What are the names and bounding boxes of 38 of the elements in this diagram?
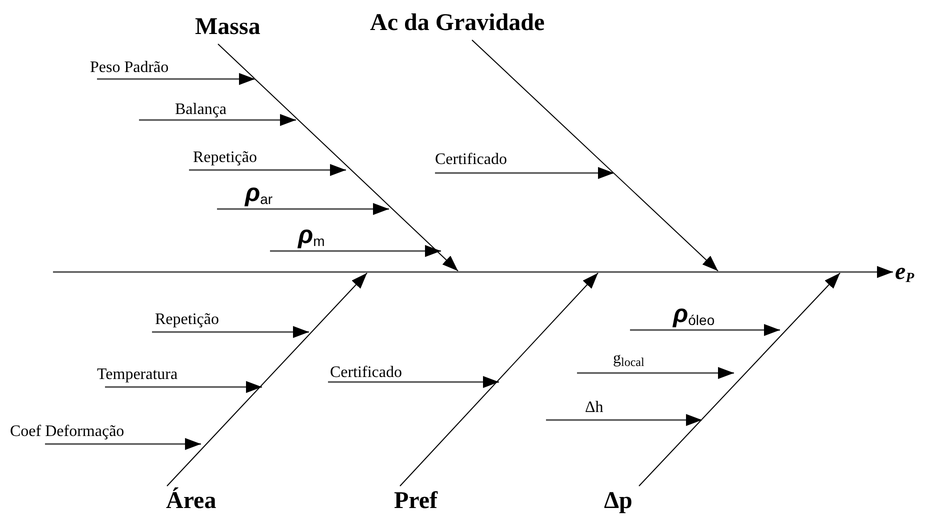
cause-label: ρ$_{ar}$ — [217, 183, 287, 209]
arrow — [218, 44, 458, 272]
arrow — [217, 203, 389, 215]
arrow — [45, 438, 201, 450]
category-label: Ac da Gravidade — [368, 8, 600, 40]
arrow — [630, 324, 780, 336]
arrow — [152, 326, 309, 338]
arrow — [435, 167, 614, 179]
arrow — [97, 73, 255, 85]
category-label: Área — [160, 486, 240, 516]
cause-label: Certificado — [328, 363, 412, 382]
cause-label: Repetição — [150, 310, 250, 332]
cause-label: g$_{local}$ — [577, 349, 662, 373]
cause-label: ρ$_{m}$ — [270, 225, 330, 251]
category-label: Pref — [390, 486, 456, 516]
arrow — [638, 272, 840, 486]
arrow — [105, 381, 262, 393]
cause-label: Temperatura — [95, 365, 219, 387]
arrow — [546, 414, 702, 426]
arrow — [189, 164, 346, 176]
category-label: Massa — [193, 12, 285, 44]
arrow — [166, 272, 368, 486]
cause-label: Repetição — [189, 148, 289, 170]
arrow — [139, 114, 296, 126]
cause-label: ρ$_{óleo}$ — [630, 304, 730, 330]
arrow — [328, 376, 499, 388]
effect-label: e$_{P}$ — [893, 258, 932, 286]
arrow — [53, 266, 893, 278]
arrow — [472, 40, 718, 272]
category-label: Δp — [600, 486, 646, 516]
cause-label: Coef Deformação — [8, 422, 188, 444]
cause-label: Balança — [139, 100, 231, 120]
arrow — [577, 367, 734, 379]
cause-label: Certificado — [433, 150, 545, 173]
arrow — [400, 272, 598, 486]
arrow — [270, 245, 441, 257]
cause-label: Peso Padrão — [88, 58, 210, 79]
cause-label: Δh — [546, 398, 621, 420]
